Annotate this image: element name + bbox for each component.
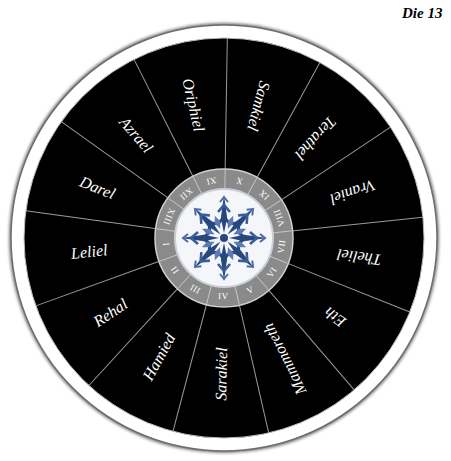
outer-rim-shadow	[9, 23, 439, 453]
snowflake-emblem	[181, 195, 267, 281]
numeral-dividers	[157, 170, 292, 304]
numeral-ring	[155, 169, 293, 307]
roman-numeral: I	[161, 242, 170, 246]
title: Die 13	[402, 6, 442, 21]
roman-numeral: XI	[205, 175, 217, 186]
angel-name: Sarakiel	[213, 347, 230, 401]
outer-disc	[11, 25, 437, 451]
sector-dividers	[26, 38, 423, 433]
black-ring	[24, 38, 424, 438]
center-disc	[175, 189, 273, 287]
roman-numeral: IV	[218, 292, 229, 301]
